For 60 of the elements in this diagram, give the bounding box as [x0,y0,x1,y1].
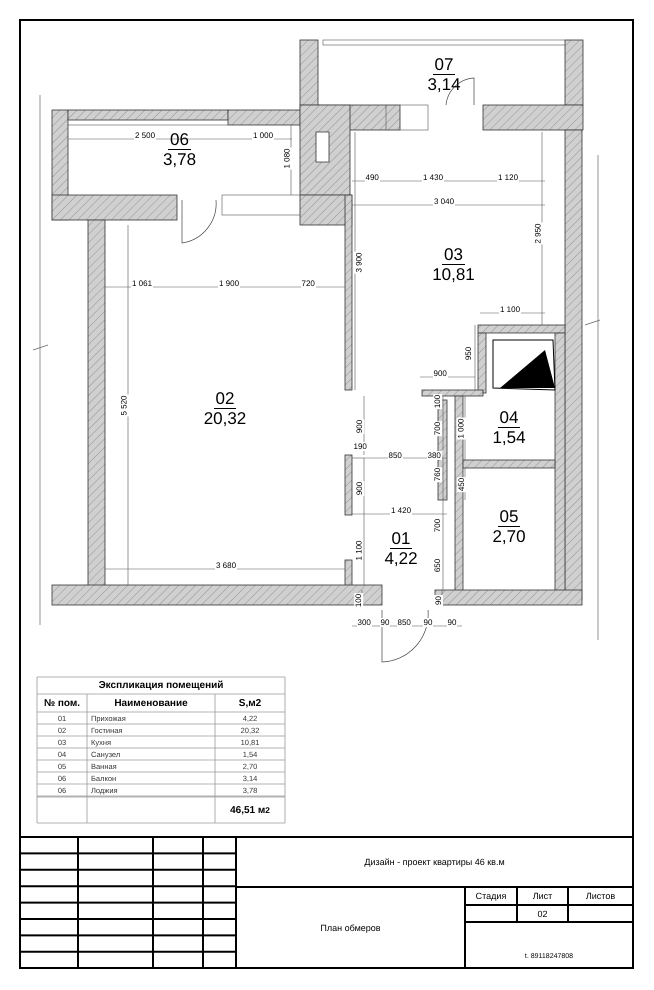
dimension-label: 100 [432,393,442,409]
column-header: Стадия [474,890,508,903]
dimension-label: 1 080 [282,146,292,170]
dimension-label: 900 [354,480,364,496]
room-area-value: 2,70 [492,526,526,546]
dimension-label: 3 680 [215,560,238,570]
dimension-label: 300 [356,618,372,626]
room-area-value: 4,22 [384,549,418,568]
room-number: 02 [214,390,236,409]
dimension-label: 380 [426,450,442,460]
column-header: Лист [532,890,554,903]
dimension-label: 90 [433,594,442,606]
dimension-label: 90 [422,618,434,626]
dimension-label: 1 061 [131,278,154,288]
room-area-value: 20,32 [204,409,246,428]
dimension-label: 1 900 [218,278,240,288]
room-number: 05 [498,508,520,526]
dimension-label: 900 [432,368,448,378]
dimension-label: 90 [380,618,390,626]
column-header: S,м2 [238,696,262,710]
dimension-label: 3 040 [433,196,456,206]
dimension-label: 90 [446,618,458,626]
room-number: 03 [442,246,465,265]
dimension-label: 700 [432,517,442,533]
column-header: Листов [584,890,616,903]
table-title: Экспликация помещений [98,679,224,693]
dimension-label: 1 120 [497,172,520,182]
dimension-label: 1 000 [252,130,274,140]
dimension-label: 1 000 [456,416,466,440]
dimension-label: 950 [464,345,473,361]
dimension-label: 190 [352,442,368,450]
dimension-label: 2 500 [134,130,156,140]
dimension-label: 2 950 [534,222,543,244]
dimension-label: 720 [300,278,316,288]
dimension-label: 1 100 [354,538,364,562]
room-number: 01 [390,530,412,549]
dimension-label: 5 520 [120,394,129,416]
dimension-label: 1 100 [499,304,522,314]
dimension-label: 760 [432,466,442,482]
room-area-value: 1,54 [492,428,526,447]
dimension-label: 850 [388,450,403,460]
dimension-label: 700 [432,420,442,436]
dimension-label: 3 900 [354,250,364,274]
project-title: Дизайн - проект квартиры 46 кв.м [363,856,506,869]
dimension-label: 900 [354,418,364,434]
dimension-label: 1 420 [390,506,412,514]
room-number: 06 [168,131,191,150]
room-number: 07 [432,56,456,75]
dimension-label: 1 430 [422,172,444,182]
dimension-label: 650 [432,557,442,573]
room-number: 04 [498,409,520,428]
column-header: Наименование [113,696,189,710]
sheet-number: 02 [536,908,548,920]
room-area-value: 3,14 [427,75,461,94]
dimension-label: 850 [396,618,412,626]
column-header: № пом. [42,696,82,710]
room-area-value: 3,78 [162,150,196,169]
room-area-value: 10,81 [432,265,475,284]
dimension-label: 490 [364,172,380,182]
sheet-title: План обмеров [319,922,382,935]
